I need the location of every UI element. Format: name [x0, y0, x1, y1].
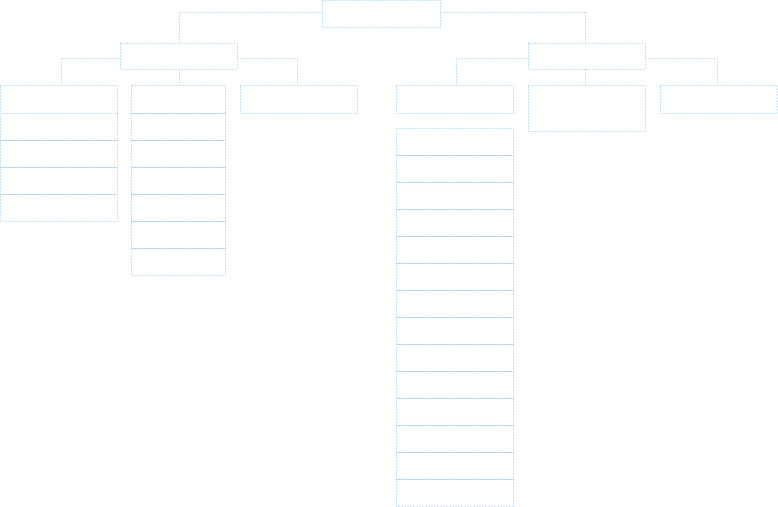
list-item-frame [396, 452, 514, 480]
list-item [131, 140, 226, 168]
root-node-frame [322, 0, 441, 28]
list-item [396, 479, 514, 507]
list-item [396, 263, 514, 291]
list-item-frame [396, 371, 514, 399]
list-item [396, 344, 514, 372]
list-item [0, 194, 118, 222]
manager-node-left [120, 43, 238, 70]
list-item-frame [396, 182, 514, 210]
list-item [396, 425, 514, 453]
group-node [660, 85, 778, 114]
list-item-frame [396, 290, 514, 318]
list-item-frame [131, 167, 226, 195]
list-item [396, 128, 514, 156]
group-node [396, 85, 514, 114]
list-item-frame [131, 140, 226, 168]
list-item-frame [396, 344, 514, 372]
group-node-frame [0, 85, 118, 114]
manager-node-right-frame [528, 43, 646, 70]
manager-node-right [528, 43, 646, 70]
list-item [0, 167, 118, 195]
list-item [396, 182, 514, 210]
list-item-frame [131, 248, 226, 276]
list-item [396, 398, 514, 426]
list-item-frame [0, 113, 118, 141]
list-item-frame [396, 398, 514, 426]
group-node [240, 85, 358, 114]
list-item-frame [396, 425, 514, 453]
list-item-frame [396, 236, 514, 264]
list-item-frame [396, 317, 514, 345]
list-item [396, 371, 514, 399]
group-node-frame [660, 85, 778, 114]
list-item-frame [396, 128, 514, 156]
list-item [0, 140, 118, 168]
list-item-frame [396, 263, 514, 291]
list-item-frame [0, 194, 118, 222]
manager-node-left-frame [120, 43, 238, 70]
group-node-frame [240, 85, 358, 114]
list-item-frame [396, 479, 514, 507]
list-item-frame [396, 155, 514, 183]
group-node [528, 85, 646, 132]
list-item [396, 452, 514, 480]
list-item [396, 290, 514, 318]
group-node-frame [131, 85, 226, 114]
group-node [0, 85, 118, 114]
list-item [131, 167, 226, 195]
list-item-frame [131, 221, 226, 249]
list-item-frame [396, 209, 514, 237]
group-node [131, 85, 226, 114]
list-item-frame [131, 113, 226, 141]
list-item [131, 113, 226, 141]
list-item-frame [0, 167, 118, 195]
list-item [131, 194, 226, 222]
list-item [0, 113, 118, 141]
group-node-frame [528, 85, 646, 132]
list-item [396, 209, 514, 237]
list-item [131, 248, 226, 276]
list-item-frame [0, 140, 118, 168]
list-item-frame [131, 194, 226, 222]
list-item [396, 236, 514, 264]
list-item [396, 317, 514, 345]
root-node [322, 0, 441, 28]
list-item [396, 155, 514, 183]
group-node-frame [396, 85, 514, 114]
list-item [131, 221, 226, 249]
